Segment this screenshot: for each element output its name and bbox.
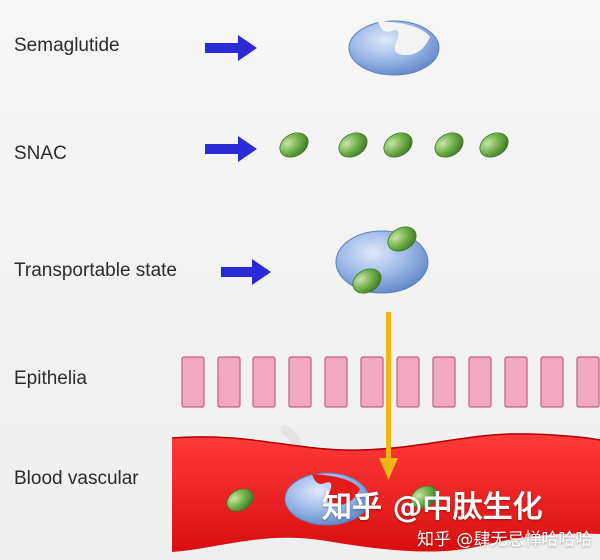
epithelia-cell	[504, 356, 528, 408]
label-snac: SNAC	[14, 143, 67, 164]
arrow-snac	[205, 136, 257, 162]
snac-particles	[279, 132, 509, 158]
snac-particle	[383, 132, 413, 158]
arrow-transportable-state	[221, 259, 271, 285]
epithelia-cell	[288, 356, 312, 408]
epithelia-cell	[217, 356, 241, 408]
label-semaglutide: Semaglutide	[14, 35, 120, 56]
transportable-complex	[335, 226, 429, 294]
snac-particle	[479, 132, 509, 158]
epithelia-cell	[576, 356, 600, 408]
watermark-sub: 知乎 @肆无忌惮哈哈哈	[417, 530, 593, 550]
blood-vessel	[171, 433, 600, 552]
snac-particle	[434, 132, 464, 158]
epithelia-cell	[181, 356, 205, 408]
epithelia-cell	[360, 356, 384, 408]
semaglutide-molecule	[348, 20, 440, 76]
epithelia-cell	[252, 356, 276, 408]
blood-semaglutide	[284, 472, 370, 526]
transport-arrow	[379, 312, 398, 480]
epithelia-cell	[324, 356, 348, 408]
label-transportable-state: Transportable state	[14, 260, 177, 281]
blood-snac-particles	[226, 485, 438, 512]
arrow-semaglutide	[205, 35, 257, 61]
snac-particle	[338, 132, 368, 158]
watermark-main: 知乎 @中肽生化	[322, 490, 543, 525]
epithelia-cell	[540, 356, 564, 408]
label-blood-vascular: Blood vascular	[14, 468, 139, 489]
snac-particle	[279, 132, 309, 158]
epithelia-cell	[432, 356, 456, 408]
epithelia-cell	[396, 356, 420, 408]
epithelia-cells	[181, 356, 600, 408]
epithelia-cell	[468, 356, 492, 408]
label-epithelia: Epithelia	[14, 368, 87, 389]
